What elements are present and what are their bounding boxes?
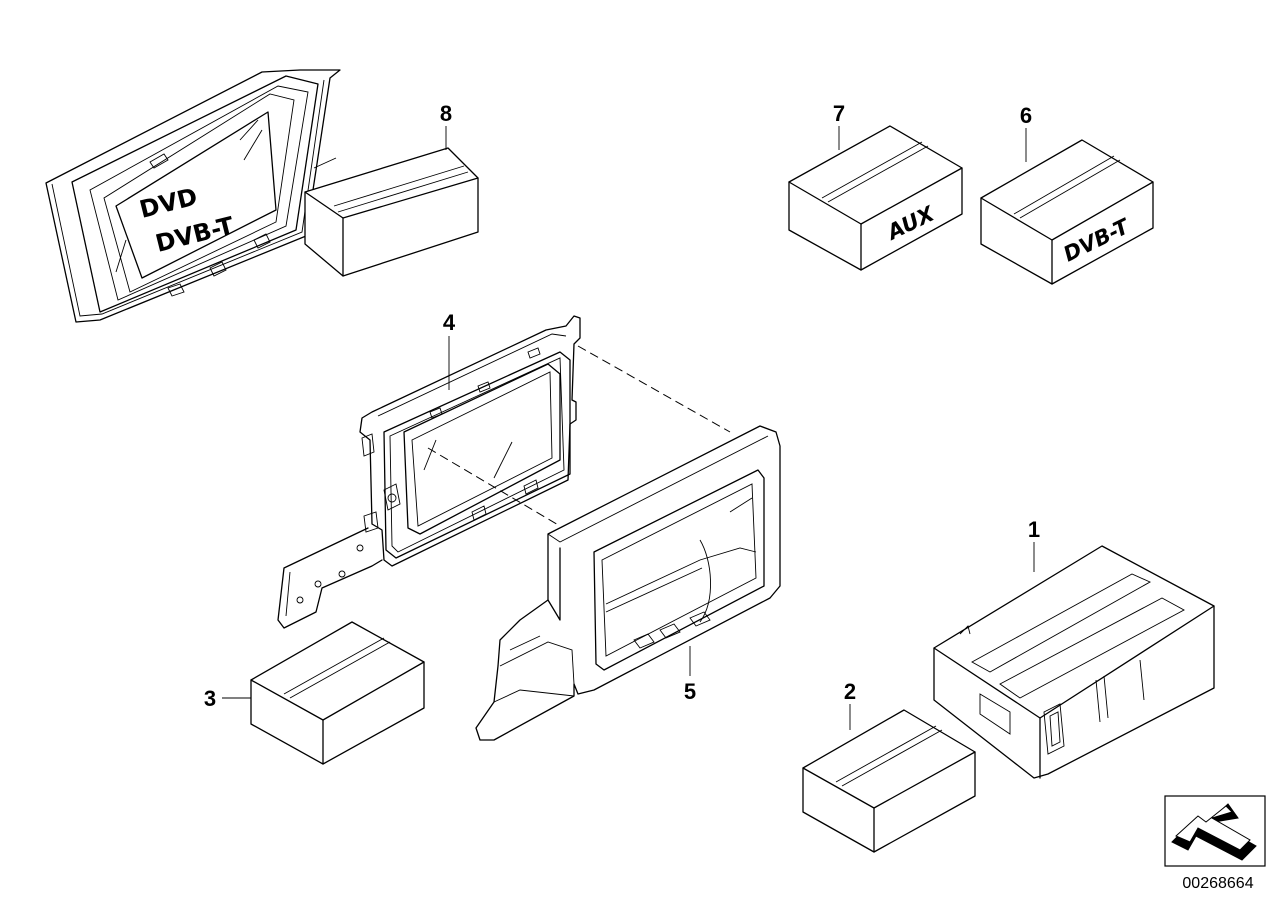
box-3	[250, 621, 425, 765]
callout-3: 3	[204, 686, 216, 711]
box-2	[802, 709, 976, 853]
callout-8: 8	[440, 101, 452, 126]
box-6: DVB-T	[980, 139, 1154, 285]
screen-line1-label: DVD	[137, 183, 200, 224]
callout-4: 4	[443, 310, 456, 335]
callout-7: 7	[833, 101, 845, 126]
display-unit-part	[277, 315, 581, 629]
document-id: 00268664	[1182, 875, 1253, 892]
instrument-display-part: DVD DVB-T	[45, 69, 341, 323]
dvd-changer-part	[933, 545, 1215, 779]
box-7: AUX	[788, 125, 963, 271]
callout-2: 2	[844, 679, 856, 704]
callout-5: 5	[684, 679, 696, 704]
trim-frame-part	[475, 425, 781, 741]
alignment-line-bottom	[427, 447, 561, 527]
arrow-direction-icon	[1164, 795, 1266, 867]
box-8	[304, 147, 479, 277]
alignment-line-top	[577, 345, 731, 433]
callout-1: 1	[1028, 517, 1040, 542]
callout-6: 6	[1020, 103, 1032, 128]
